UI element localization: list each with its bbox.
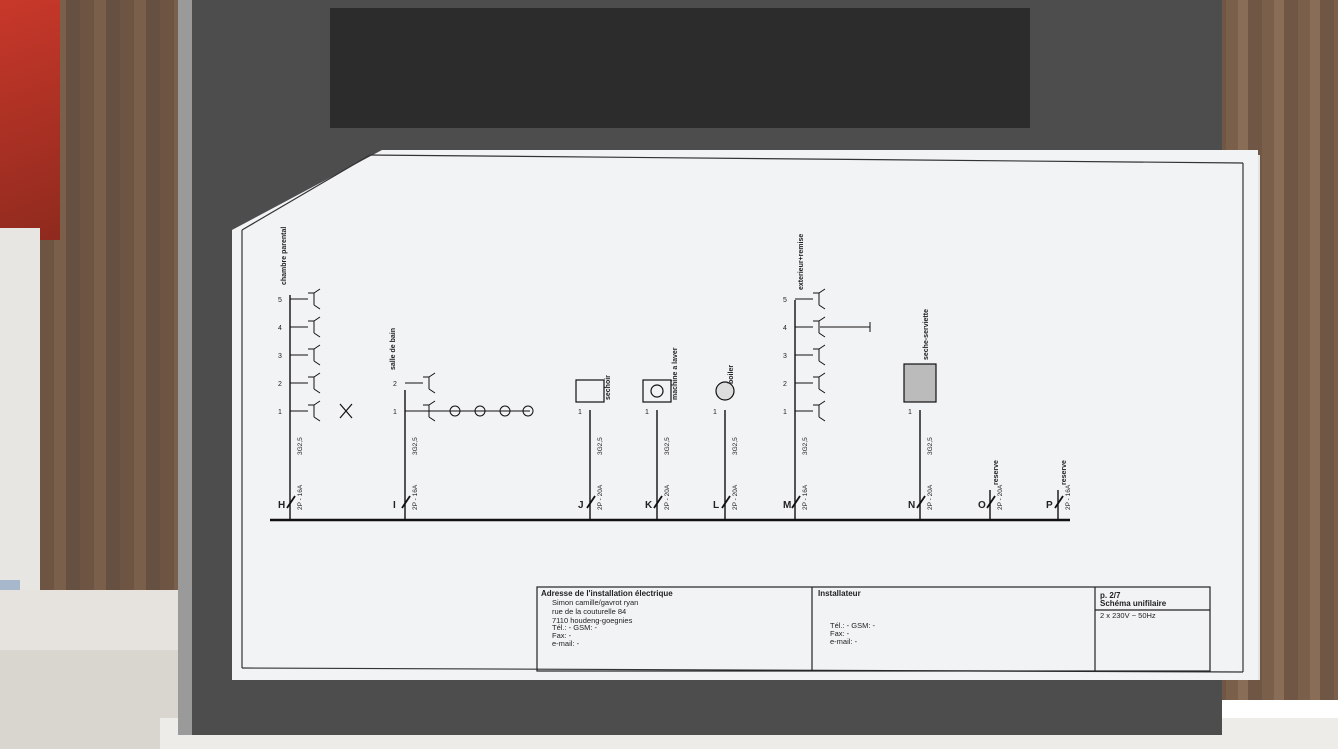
panel-window	[330, 8, 1030, 128]
socket-symbol	[813, 316, 826, 338]
cable-section: 3G2,5	[802, 437, 809, 455]
red-package	[0, 0, 60, 240]
circuit-letter: I	[393, 500, 396, 511]
address-line: e-mail: -	[552, 639, 580, 648]
socket-symbol	[308, 288, 321, 310]
socket-symbol	[423, 372, 436, 394]
address-line: Simon camille/gavrot ryan	[552, 598, 638, 607]
cable-section: 3G2,5	[297, 437, 304, 455]
point-number: 1	[393, 409, 397, 416]
installer-line: e-mail: -	[830, 637, 858, 646]
point-number: 3	[278, 353, 282, 360]
lamp-symbol	[339, 403, 353, 419]
point-number: 1	[645, 409, 649, 416]
circuit-letter: N	[908, 500, 915, 511]
breaker-rating: 2P - 20A	[732, 484, 739, 510]
supply-spec: 2 x 230V ~ 50Hz	[1100, 611, 1156, 620]
point-number: 5	[278, 297, 282, 304]
circuit-name: reserve	[1061, 460, 1068, 485]
point-number: 2	[393, 381, 397, 388]
address-line: Fax: -	[552, 631, 572, 640]
socket-symbol	[813, 372, 826, 394]
document-title: Schéma unifilaire	[1100, 599, 1167, 608]
point-number: 1	[908, 409, 912, 416]
breaker-symbol	[1054, 495, 1064, 509]
point-number: 1	[713, 409, 717, 416]
point-number: 1	[578, 409, 582, 416]
installer-line: Tél.: - GSM: -	[830, 621, 876, 630]
circuit-letter: J	[578, 500, 584, 511]
socket-symbol	[423, 400, 436, 422]
cable-section: 3G2,5	[927, 437, 934, 455]
breaker-symbol	[916, 495, 926, 509]
breaker-rating: 2P - 20A	[664, 484, 671, 510]
cable-section: 3G2,5	[732, 437, 739, 455]
socket-symbol	[813, 288, 826, 310]
socket-symbol	[308, 400, 321, 422]
installer-title: Installateur	[818, 589, 861, 598]
address-title: Adresse de l'installation électrique	[541, 589, 673, 598]
circuit-letter: H	[278, 500, 285, 511]
breaker-rating: 2P - 16A	[1065, 484, 1072, 510]
breaker-symbol	[653, 495, 663, 509]
towel-dryer-symbol	[903, 363, 937, 403]
circuit-name: salle de bain	[390, 328, 397, 370]
boiler-symbol	[715, 381, 735, 401]
breaker-symbol	[586, 495, 596, 509]
breaker-rating: 2P - 16A	[412, 484, 419, 510]
breaker-rating: 2P - 20A	[597, 484, 604, 510]
point-number: 1	[783, 409, 787, 416]
point-number: 3	[783, 353, 787, 360]
washer-drum	[650, 384, 664, 398]
socket-symbol	[308, 344, 321, 366]
point-number: 4	[278, 325, 282, 332]
page-number: p. 2/7	[1100, 591, 1121, 600]
circuit-name: exterieur+remise	[798, 234, 805, 290]
circuit-name: machine a laver	[672, 347, 679, 400]
washer-symbol	[642, 379, 672, 403]
schematic-sheet	[232, 150, 1258, 680]
cable-section: 3G2,5	[597, 437, 604, 455]
address-line: 7110 houdeng-goegnies	[552, 616, 633, 625]
circuit-letter: P	[1046, 500, 1053, 511]
breaker-symbol	[401, 495, 411, 509]
circuit-name: reserve	[993, 460, 1000, 485]
socket-symbol	[308, 316, 321, 338]
white-box	[0, 228, 40, 608]
dryer-symbol	[575, 379, 605, 403]
circuit-letter: M	[783, 500, 791, 511]
point-number: 1	[278, 409, 282, 416]
circuit-name: seche-serviette	[923, 309, 930, 360]
breaker-symbol	[791, 495, 801, 509]
address-line: Tél.: - GSM: -	[552, 623, 598, 632]
point-number: 2	[278, 381, 282, 388]
point-number: 2	[783, 381, 787, 388]
cable-section: 3G2,5	[664, 437, 671, 455]
breaker-rating: 2P - 16A	[297, 484, 304, 510]
breaker-symbol	[721, 495, 731, 509]
breaker-rating: 2P - 20A	[927, 484, 934, 510]
circuit-name: boiler	[728, 365, 735, 384]
socket-symbol	[813, 344, 826, 366]
address-line: rue de la couturelle 84	[552, 607, 626, 616]
cable-section: 3G2,5	[412, 437, 419, 455]
title-block: Adresse de l'installation électrique Sim…	[536, 586, 1211, 672]
circuit-name: sechoir	[605, 375, 612, 400]
breaker-symbol	[286, 495, 296, 509]
point-number: 4	[783, 325, 787, 332]
breaker-rating: 2P - 16A	[802, 484, 809, 510]
installer-line: Fax: -	[830, 629, 850, 638]
point-number: 5	[783, 297, 787, 304]
breaker-rating: 2P - 20A	[997, 484, 1004, 510]
circuit-letter: K	[645, 500, 653, 511]
breaker-symbol	[986, 495, 996, 509]
circuit-name: chambre parental	[281, 227, 288, 285]
socket-symbol	[813, 400, 826, 422]
socket-symbol	[308, 372, 321, 394]
circuit-letter: O	[978, 500, 986, 511]
circuit-letter: L	[713, 500, 719, 511]
